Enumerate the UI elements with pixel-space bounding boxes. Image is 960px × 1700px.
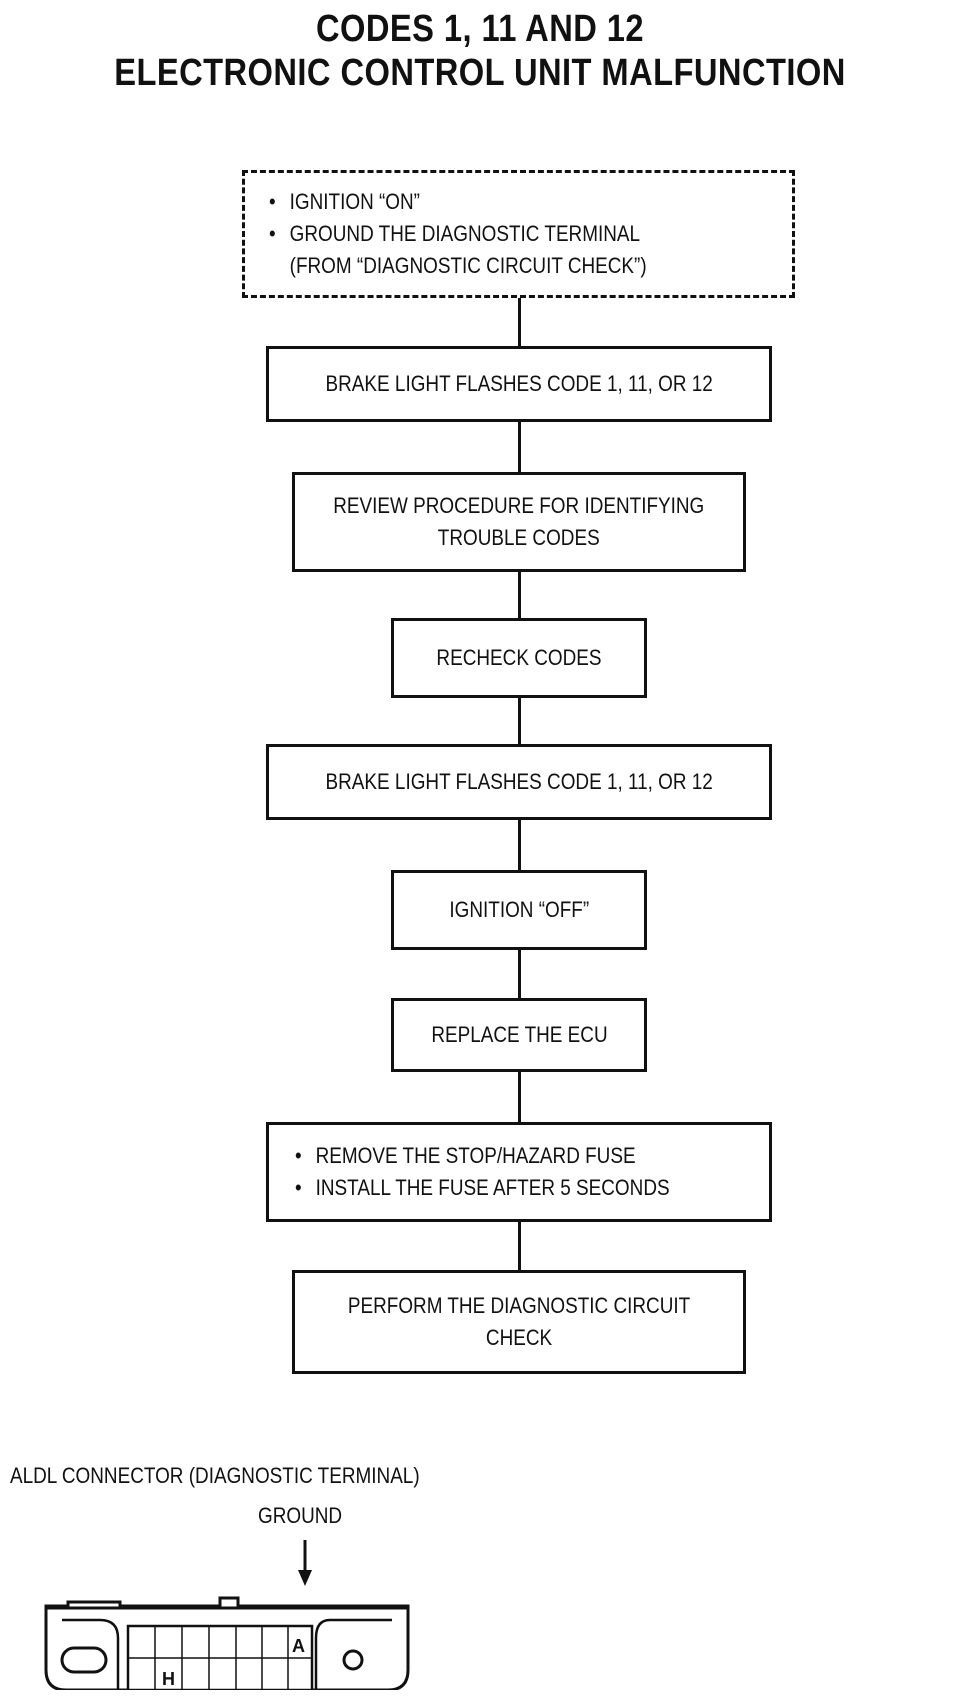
step-bullet-install-fuse: INSTALL THE FUSE AFTER 5 SECONDS (295, 1172, 670, 1204)
step-text-line-2: TROUBLE CODES (438, 525, 600, 550)
start-bullet-ground-terminal: GROUND THE DIAGNOSTIC TERMINAL (269, 218, 647, 250)
connector-line (518, 298, 521, 346)
connector-line (518, 948, 521, 998)
step-brake-light-flashes-2: BRAKE LIGHT FLASHES CODE 1, 11, OR 12 (266, 744, 772, 820)
step-text: BRAKE LIGHT FLASHES CODE 1, 11, OR 12 (325, 769, 713, 794)
connector-line (518, 1220, 521, 1270)
step-text: BRAKE LIGHT FLASHES CODE 1, 11, OR 12 (325, 371, 713, 396)
step-review-procedure: REVIEW PROCEDURE FOR IDENTIFYING TROUBLE… (292, 472, 746, 572)
start-box: IGNITION “ON” GROUND THE DIAGNOSTIC TERM… (242, 170, 795, 298)
step-brake-light-flashes-1: BRAKE LIGHT FLASHES CODE 1, 11, OR 12 (266, 346, 772, 422)
connector-inner-outline (62, 1618, 392, 1690)
ground-label: GROUND (258, 1503, 343, 1528)
ground-arrow-head (298, 1570, 312, 1586)
step-perform-diagnostic-check: PERFORM THE DIAGNOSTIC CIRCUIT CHECK (292, 1270, 746, 1374)
start-bullet-ignition-on: IGNITION “ON” (269, 186, 647, 218)
connector-line (518, 420, 521, 472)
step-text: IGNITION “OFF” (449, 897, 589, 922)
left-oval-hole (60, 1646, 108, 1674)
step-text-line-2: CHECK (485, 1325, 553, 1350)
connector-line (518, 570, 521, 618)
step-bullet-remove-fuse: REMOVE THE STOP/HAZARD FUSE (295, 1140, 670, 1172)
step-text: RECHECK CODES (436, 645, 602, 670)
connector-caption: ALDL CONNECTOR (DIAGNOSTIC TERMINAL) (10, 1463, 420, 1488)
connector-line (518, 1070, 521, 1122)
page-title-line-2: ELECTRONIC CONTROL UNIT MALFUNCTION (114, 52, 846, 94)
connector-top-edge (44, 1596, 410, 1608)
pin-a-label: A (292, 1636, 305, 1656)
step-text-line-1: PERFORM THE DIAGNOSTIC CIRCUIT (347, 1293, 691, 1318)
step-ignition-off: IGNITION “OFF” (391, 870, 647, 950)
step-replace-ecu: REPLACE THE ECU (391, 998, 647, 1072)
step-text: REPLACE THE ECU (430, 1022, 608, 1047)
page-title-line-1: CODES 1, 11 AND 12 (315, 8, 645, 50)
connector-line (518, 818, 521, 870)
right-round-hole (342, 1649, 364, 1671)
connector-line (518, 696, 521, 744)
step-fuse-reset: REMOVE THE STOP/HAZARD FUSE INSTALL THE … (266, 1122, 772, 1222)
aldl-connector-drawing: A H (44, 1540, 410, 1690)
step-recheck-codes: RECHECK CODES (391, 618, 647, 698)
pin-h-label: H (162, 1669, 175, 1689)
step-text-line-1: REVIEW PROCEDURE FOR IDENTIFYING (333, 493, 705, 518)
start-note: (FROM “DIAGNOSTIC CIRCUIT CHECK”) (289, 253, 647, 278)
